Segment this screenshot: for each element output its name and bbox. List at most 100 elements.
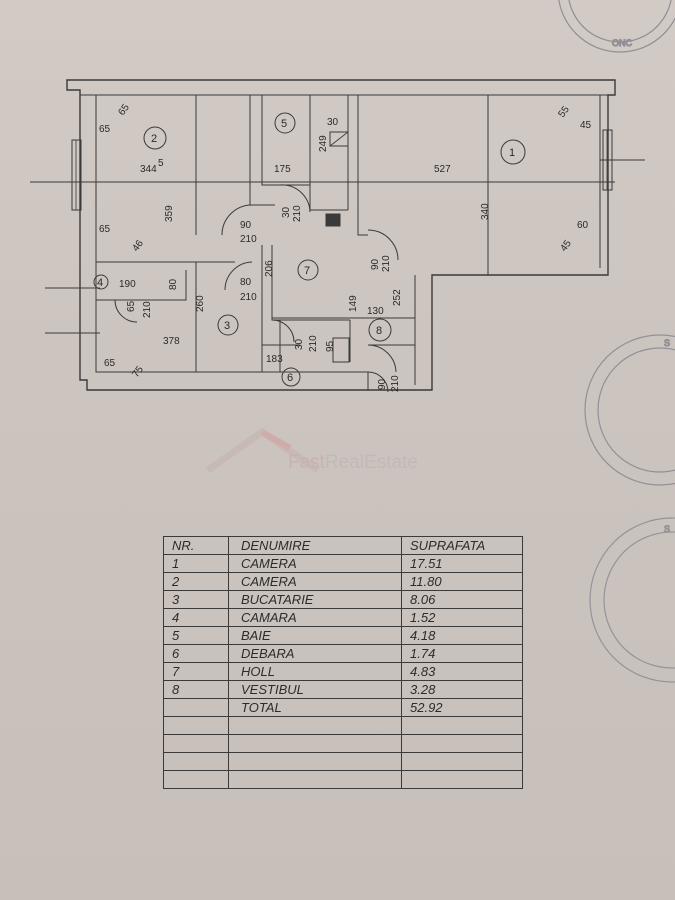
table-total-row: TOTAL 52.92 — [163, 698, 523, 717]
watermark-realestate: RealEstate — [325, 452, 418, 473]
dim-label: 65 — [126, 300, 137, 312]
room-number-6: 6 — [287, 372, 293, 384]
table-row: 1 CAMERA 17.51 — [163, 554, 523, 573]
header-denumire: DENUMIRE — [228, 536, 402, 555]
empty-cell — [401, 770, 523, 789]
row-name: VESTIBUL — [228, 680, 402, 699]
room-number-7: 7 — [304, 265, 310, 277]
dim-label: 90 — [377, 378, 388, 390]
stamp-right-middle-text: S — [664, 338, 670, 348]
dim-label: 210 — [142, 301, 153, 318]
row-name: BAIE — [228, 626, 402, 645]
row-name: BUCATARIE — [228, 590, 402, 609]
dim-label: 206 — [264, 260, 275, 277]
row-name: CAMERA — [228, 554, 402, 573]
total-label: TOTAL — [228, 698, 402, 717]
empty-cell — [163, 752, 229, 771]
dim-label: 5 — [158, 158, 164, 169]
dim-label: 210 — [240, 292, 257, 303]
dim-label: 359 — [164, 205, 175, 222]
header-nr: NR. — [163, 536, 229, 555]
dim-label: 65 — [99, 124, 111, 135]
dim-label: 65 — [104, 358, 116, 369]
table-empty-row — [163, 734, 523, 753]
row-name: CAMERA — [228, 572, 402, 591]
row-nr: 3 — [163, 590, 229, 609]
stamp-top-right: ONC — [558, 0, 675, 53]
row-area: 11.80 — [401, 572, 523, 591]
dimension-labels: 65 344 5 359 65 46 65 175 249 30 30 210 … — [99, 102, 592, 392]
table-empty-row — [163, 752, 523, 771]
dim-label: 80 — [168, 278, 179, 290]
row-area: 8.06 — [401, 590, 523, 609]
total-nr-empty — [163, 698, 229, 717]
dim-label: 378 — [163, 336, 180, 347]
row-area: 4.83 — [401, 662, 523, 681]
dim-label: 149 — [348, 295, 359, 312]
dim-label: 183 — [266, 354, 283, 365]
empty-cell — [228, 752, 402, 771]
stamp-right-middle: S — [584, 334, 675, 486]
dim-label: 175 — [274, 164, 291, 175]
dim-label: 46 — [130, 238, 146, 254]
dim-label: 210 — [308, 335, 319, 352]
table-row: 2 CAMERA 11.80 — [163, 572, 523, 591]
row-area: 17.51 — [401, 554, 523, 573]
table-row: 5 BAIE 4.18 — [163, 626, 523, 645]
total-value: 52.92 — [401, 698, 523, 717]
dim-label: 30 — [294, 338, 305, 350]
dim-label: 55 — [556, 104, 572, 120]
dim-label: 340 — [480, 203, 491, 220]
row-name: CAMARA — [228, 608, 402, 627]
table-row: 7 HOLL 4.83 — [163, 662, 523, 681]
dim-label: 65 — [116, 102, 132, 118]
row-nr: 5 — [163, 626, 229, 645]
table-header-row: NR. DENUMIRE SUPRAFATA — [163, 536, 523, 555]
table-row: 8 VESTIBUL 3.28 — [163, 680, 523, 699]
dim-label: 30 — [281, 206, 292, 218]
dim-label: 95 — [325, 340, 336, 352]
room-markers — [93, 112, 526, 387]
empty-cell — [228, 734, 402, 753]
svg-text:FastRealEstate: FastRealEstate — [288, 452, 418, 473]
row-nr: 6 — [163, 644, 229, 663]
empty-cell — [401, 734, 523, 753]
table-empty-row — [163, 716, 523, 735]
dim-label: 60 — [577, 220, 589, 231]
room-number-3: 3 — [224, 320, 230, 332]
walls — [30, 79, 645, 393]
room-number-4: 4 — [97, 277, 103, 289]
row-nr: 4 — [163, 608, 229, 627]
dim-label: 260 — [195, 295, 206, 312]
empty-cell — [163, 716, 229, 735]
empty-cell — [401, 752, 523, 771]
empty-cell — [163, 770, 229, 789]
dim-label: 252 — [392, 289, 403, 306]
dim-label: 210 — [381, 255, 392, 272]
dim-label: 80 — [240, 277, 252, 288]
dim-label: 75 — [130, 364, 146, 380]
watermark: FastRealEstate — [205, 427, 418, 473]
dim-label: 90 — [370, 258, 381, 270]
dim-label: 344 — [140, 164, 157, 175]
row-nr: 2 — [163, 572, 229, 591]
row-name: DEBARA — [228, 644, 402, 663]
stamp-right-lower: S — [589, 517, 675, 683]
watermark-fast: Fast — [288, 452, 326, 473]
dim-label: 190 — [119, 279, 136, 290]
room-number-labels: 1 2 3 4 5 6 7 8 — [97, 118, 515, 384]
dim-label: 210 — [292, 205, 303, 222]
table-row: 4 CAMARA 1.52 — [163, 608, 523, 627]
dim-label: 210 — [390, 375, 401, 392]
dim-label: 130 — [367, 306, 384, 317]
area-table: NR. DENUMIRE SUPRAFATA 1 CAMERA 17.51 2 … — [163, 536, 523, 789]
stamp-top-right-text: ONC — [612, 38, 633, 48]
empty-cell — [228, 716, 402, 735]
row-area: 1.74 — [401, 644, 523, 663]
dim-label: 65 — [99, 224, 111, 235]
row-name: HOLL — [228, 662, 402, 681]
dim-label: 90 — [240, 220, 252, 231]
room-number-1: 1 — [509, 147, 515, 159]
dim-label: 45 — [558, 238, 574, 254]
